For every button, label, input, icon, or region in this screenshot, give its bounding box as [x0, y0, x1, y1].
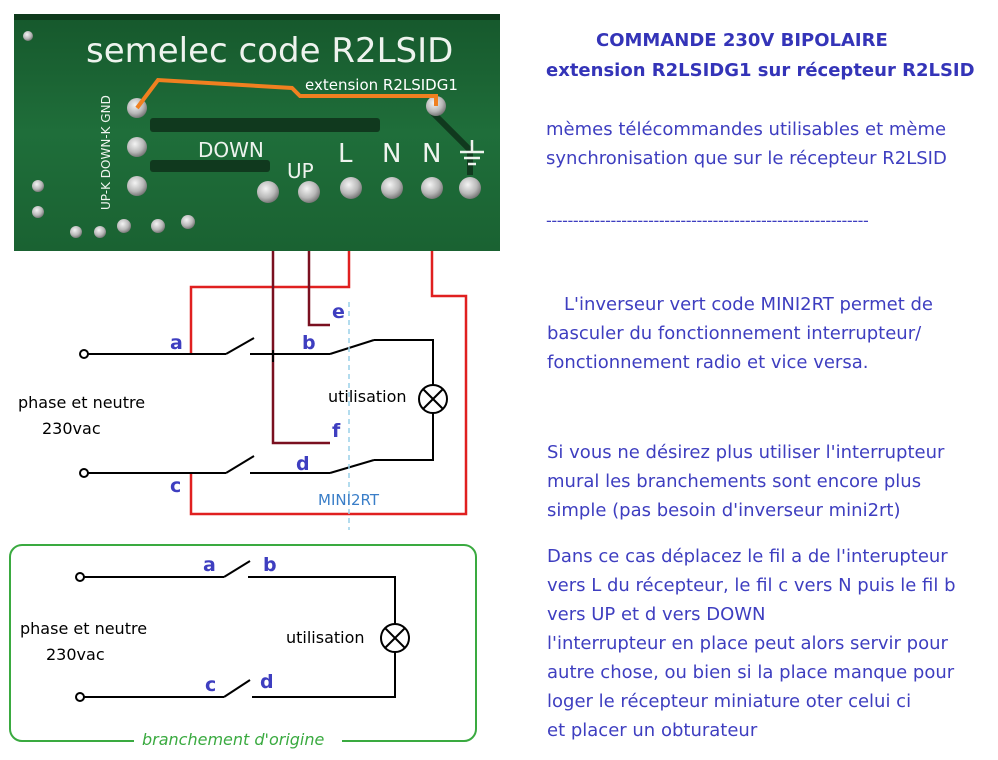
- diagram-top: a b c d e f phase et neutre 230vac utili…: [18, 251, 468, 530]
- orig-wire-d: [252, 652, 396, 698]
- p3-line2: mural les branchements sont encore plus: [547, 471, 922, 492]
- pcb-pad: [32, 180, 44, 192]
- terminal-screw-down: [257, 181, 279, 203]
- frame-caption: branchement d'origine: [142, 730, 325, 749]
- extension-trace: [135, 77, 438, 110]
- orig-phase-terminal-icon: [75, 572, 85, 582]
- p4-line4: l'interrupteur en place peut alors servi…: [547, 633, 948, 654]
- neutral-terminal-icon: [79, 468, 89, 478]
- supply-label-line2: 230vac: [42, 419, 101, 438]
- pcb-pad: [70, 226, 82, 238]
- wire-down-to-f: [271, 251, 330, 445]
- pcb-slot: [150, 118, 380, 132]
- pcb-pad: [94, 226, 106, 238]
- wire-c-to-n: [189, 251, 468, 516]
- orig-label-d: d: [260, 671, 274, 693]
- p4-line1: Dans ce cas déplacez le fil a de l'inter…: [547, 546, 948, 567]
- label-c: c: [170, 475, 181, 497]
- label-d: d: [296, 453, 310, 475]
- ground-icon: [460, 140, 484, 166]
- orig-supply-label-line2: 230vac: [46, 645, 105, 664]
- pcb-label-l: L: [338, 139, 353, 169]
- terminal-screw-downk: [127, 137, 147, 157]
- pcb-edge: [14, 14, 500, 20]
- label-e: e: [332, 301, 345, 323]
- label-f: f: [332, 420, 341, 442]
- p3-line1: Si vous ne désirez plus utiliser l'inter…: [547, 442, 945, 463]
- p4-line2: vers L du récepteur, le fil c vers N pui…: [547, 575, 956, 596]
- p4-line7: et placer un obturateur: [547, 720, 758, 741]
- p2-line2: basculer du fonctionnement interrupteur/: [547, 323, 922, 344]
- extension-label: extension R2LSIDG1: [305, 76, 458, 94]
- p1-line2: synchronisation que sur le récepteur R2L…: [546, 148, 947, 169]
- pcb-label-down: DOWN: [198, 138, 264, 162]
- pcb-photo: semelec code R2LSID DOWN UP L N N UP-K D…: [14, 14, 500, 251]
- red-wires: [189, 251, 468, 516]
- pcb-pad: [181, 215, 195, 229]
- orig-neutral-terminal-icon: [75, 692, 85, 702]
- orig-label-c: c: [205, 674, 216, 696]
- pcb-board: [14, 14, 500, 251]
- wire-to-load: [374, 339, 434, 385]
- orig-load-label: utilisation: [286, 628, 365, 647]
- frame-caption-mask: [134, 730, 342, 750]
- phase-terminal-icon: [79, 349, 89, 359]
- orig-switch-bottom-lever: [223, 679, 251, 698]
- original-circuit: [84, 560, 396, 698]
- pcb-pad: [23, 31, 33, 41]
- pcb-label-n2: N: [422, 139, 441, 169]
- lamp-icon: [418, 384, 448, 414]
- title-line2: extension R2LSIDG1 sur récepteur R2LSID: [546, 60, 975, 81]
- terminal-screw-n2: [421, 177, 443, 199]
- black-circuit: [88, 337, 434, 474]
- pcb-label-up: UP: [287, 159, 314, 183]
- label-b: b: [302, 332, 316, 354]
- pcb-slot: [150, 160, 270, 172]
- inverter-bottom-lever: [329, 459, 375, 474]
- diagram-bottom: branchement d'origine a b c d phase et n…: [9, 544, 477, 750]
- label-a: a: [170, 332, 183, 354]
- wire-from-load: [374, 413, 434, 461]
- switch-bottom-lever: [225, 455, 255, 474]
- terminal-screw-n1: [381, 177, 403, 199]
- terminal-screw-ground: [459, 177, 481, 199]
- switch-top-lever: [225, 337, 255, 355]
- orig-switch-top-lever: [223, 560, 251, 578]
- pcb-label-n1: N: [382, 139, 401, 169]
- pcb-brand-text: semelec code R2LSID: [86, 31, 453, 71]
- p4-line5: autre chose, ou bien si la place manque …: [547, 662, 955, 683]
- p2-line1: L'inverseur vert code MINI2RT permet de: [564, 294, 933, 315]
- pcb-label-side: UP-K DOWN-K GND: [99, 95, 113, 210]
- supply-label-line1: phase et neutre: [18, 393, 145, 412]
- load-label: utilisation: [328, 387, 407, 406]
- pcb-pad: [117, 219, 131, 233]
- orig-lamp-icon: [380, 623, 410, 653]
- pcb-pad: [151, 219, 165, 233]
- separator-line: ----------------------------------------…: [546, 211, 869, 230]
- maroon-wires: [271, 251, 330, 445]
- terminal-screw-up: [298, 181, 320, 203]
- p4-line6: loger le récepteur miniature oter celui …: [547, 691, 912, 712]
- orig-label-b: b: [263, 554, 277, 576]
- orig-wire-b: [248, 576, 396, 624]
- p1-line1: mèmes télécommandes utilisables et mème: [546, 119, 947, 140]
- terminal-screw-gnd: [127, 176, 147, 196]
- inverter-top-lever: [329, 339, 375, 355]
- pcb-pad: [32, 206, 44, 218]
- inverter-label: MINI2RT: [318, 491, 380, 509]
- pcb-track: [427, 107, 473, 175]
- p2-line3: fonctionnement radio et vice versa.: [547, 352, 869, 373]
- orig-supply-label-line1: phase et neutre: [20, 619, 147, 638]
- p4-line3: vers UP et d vers DOWN: [547, 604, 766, 625]
- p3-line3: simple (pas besoin d'inverseur mini2rt): [547, 500, 901, 521]
- terminal-screw-l: [340, 177, 362, 199]
- title-line1: COMMANDE 230V BIPOLAIRE: [596, 30, 888, 51]
- orig-label-a: a: [203, 554, 216, 576]
- wire-a-to-l: [189, 251, 351, 355]
- wire-up-to-e: [307, 251, 330, 327]
